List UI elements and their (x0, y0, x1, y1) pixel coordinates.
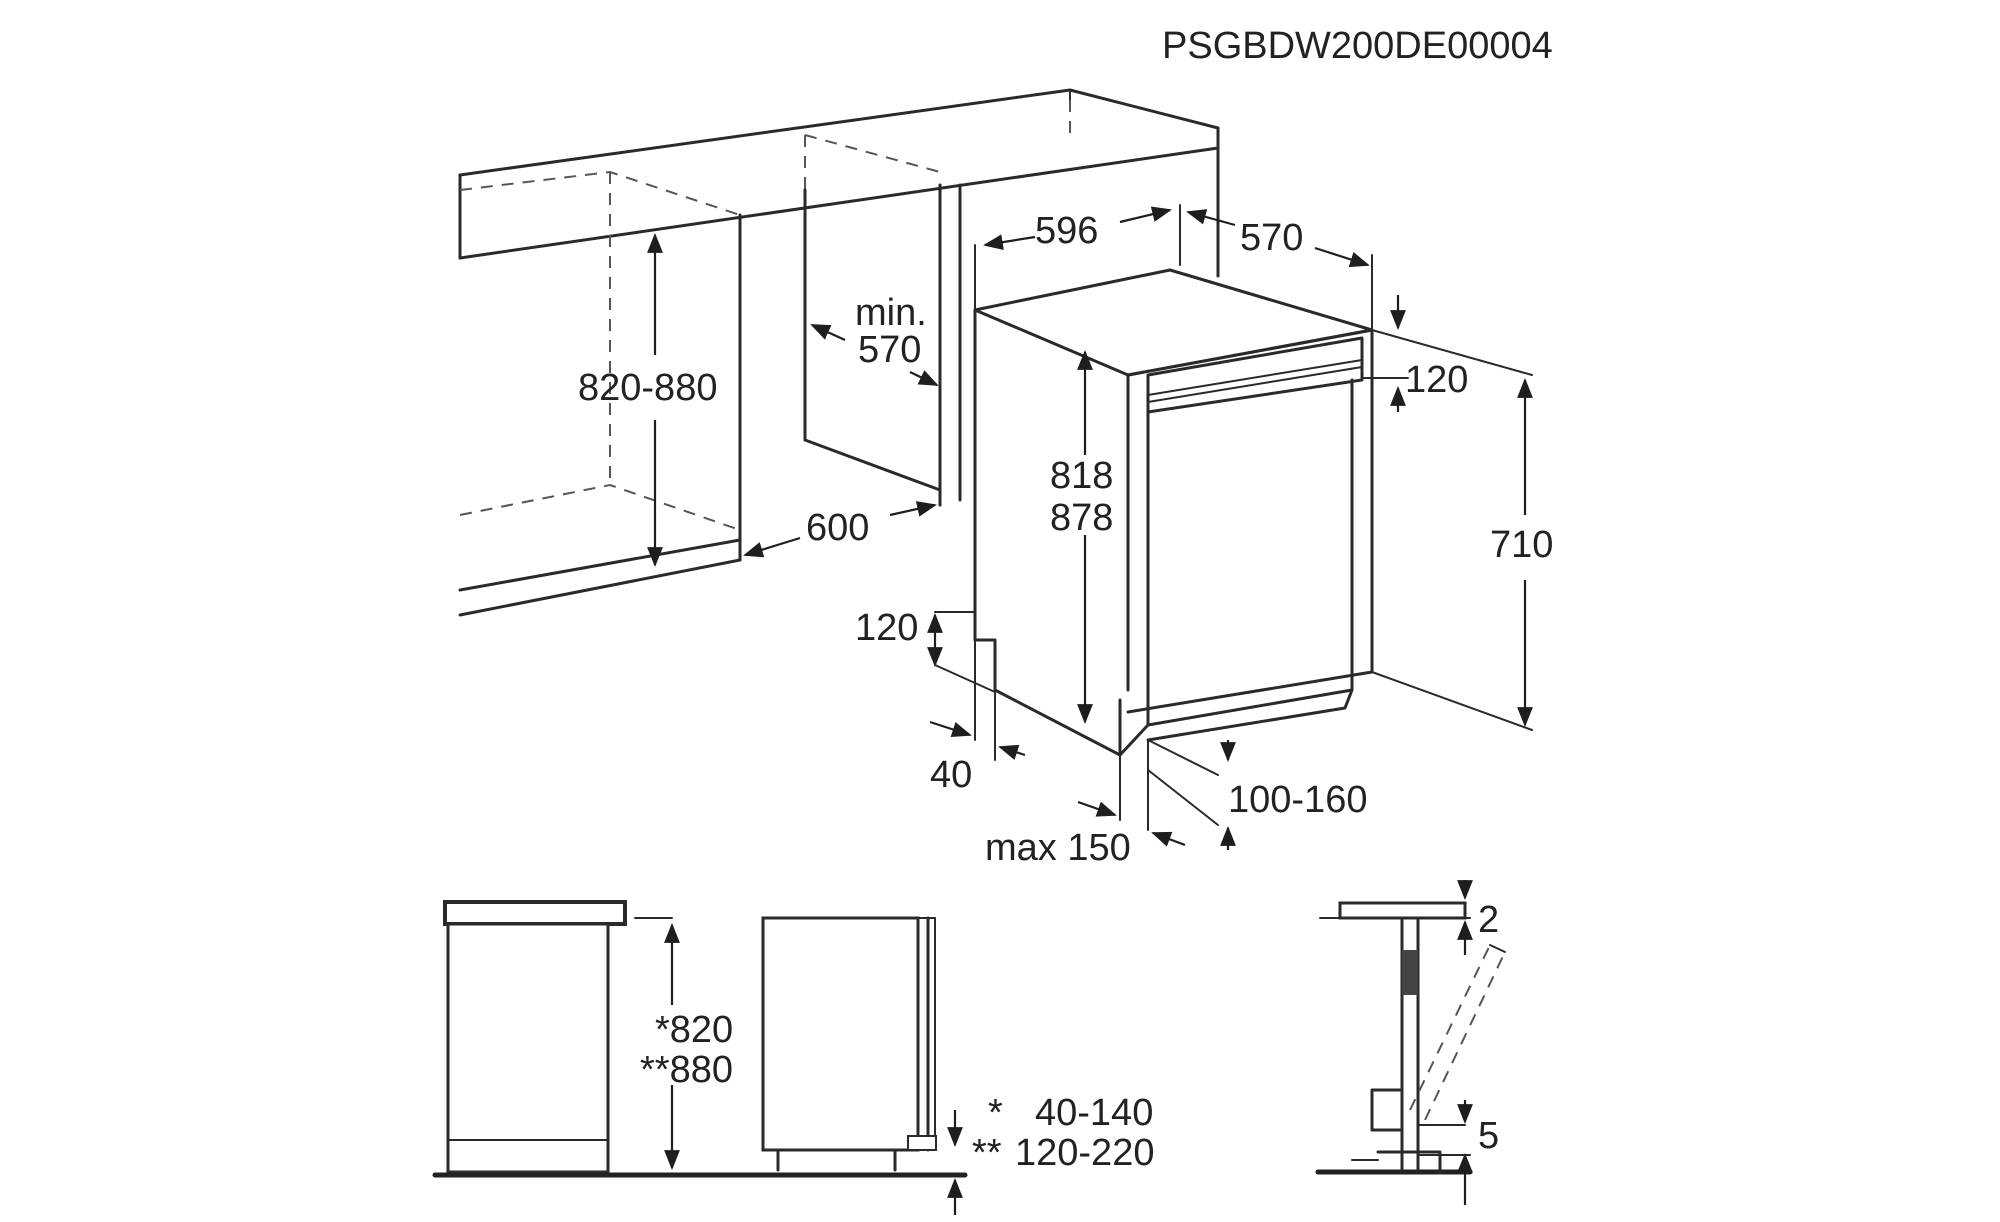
label-star-820: *820 (655, 1009, 733, 1051)
label-height-878: 878 (1050, 497, 1113, 539)
label-max-150: max 150 (985, 827, 1131, 869)
label-side-710: 710 (1490, 524, 1553, 566)
label-top-120: 120 (1405, 359, 1468, 401)
kitchen-cabinet-drawing (458, 88, 1220, 617)
dimension-lines (647, 204, 1533, 850)
label-min: min. (855, 292, 927, 334)
label-star1: * (988, 1092, 1003, 1134)
label-gap-2: 2 (1478, 899, 1499, 941)
label-min-570: 570 (858, 329, 921, 371)
label-width-596: 596 (1035, 210, 1098, 252)
label-range-120-220: 120-220 (1015, 1132, 1154, 1174)
label-star2: ** (972, 1132, 1002, 1174)
label-star-880: **880 (640, 1049, 733, 1091)
label-height-818: 818 (1050, 455, 1113, 497)
label-depth-570: 570 (1240, 217, 1303, 259)
door-gap-detail (1315, 880, 1506, 1205)
label-plinth-100-160: 100-160 (1228, 779, 1367, 821)
label-plinth-40: 40 (930, 754, 972, 796)
dimension-labels: 596 570 min. 570 820-880 818 878 120 710… (578, 210, 1553, 1174)
label-niche-600: 600 (806, 507, 869, 549)
model-code: PSGBDW200DE00004 (1162, 25, 1553, 67)
label-cabinet-height: 820-880 (578, 367, 717, 409)
label-plinth-120: 120 (855, 607, 918, 649)
label-range-40-140: 40-140 (1035, 1092, 1153, 1134)
label-gap-5: 5 (1478, 1115, 1499, 1157)
side-view-height (432, 900, 968, 1215)
dishwasher-drawing (973, 268, 1374, 757)
